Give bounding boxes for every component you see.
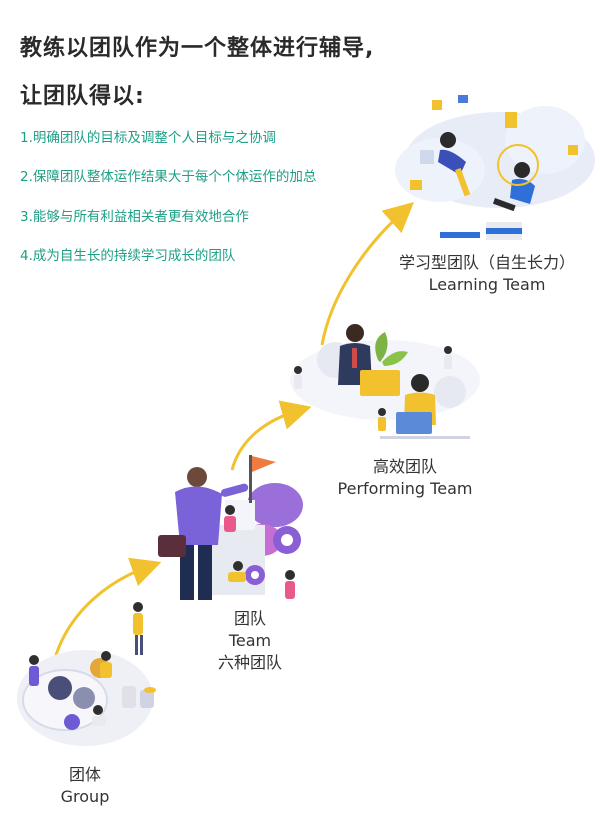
stage-group-en: Group: [60, 787, 110, 806]
stage-group-cn: 团体: [68, 765, 101, 784]
learning-illustration: [395, 95, 595, 240]
page-title-line1: 教练以团队作为一个整体进行辅导,: [20, 36, 375, 61]
stage-learning-cn: 学习型团队（自生长力）: [398, 253, 575, 272]
arrow-team-to-performing: [230, 400, 312, 471]
stage-team-en: Team: [228, 631, 272, 650]
arrow-group-to-team: [53, 557, 162, 659]
stage-learning-en: Learning Team: [428, 275, 546, 294]
stage-team-cn: 团队: [233, 609, 266, 628]
stage-performing-label: 高效团队 Performing Team: [315, 456, 495, 500]
arrow-performing-to-learning: [320, 202, 414, 346]
stage-team-label: 团队 Team 六种团队: [195, 608, 305, 674]
group-illustration: [17, 602, 156, 746]
point-1: 1.明确团队的目标及调整个人目标与之协调: [20, 130, 276, 146]
stage-performing-en: Performing Team: [337, 479, 473, 498]
stage-group-label: 团体 Group: [40, 764, 130, 808]
team-illustration: [158, 455, 303, 600]
point-2: 2.保障团队整体运作结果大于每个个体运作的加总: [20, 169, 317, 185]
point-4: 4.成为自生长的持续学习成长的团队: [20, 248, 236, 264]
performing-illustration: [290, 324, 480, 439]
stage-performing-cn: 高效团队: [372, 457, 437, 476]
point-3: 3.能够与所有利益相关者更有效地合作: [20, 209, 249, 225]
page-title-line2: 让团队得以:: [20, 84, 145, 109]
stage-learning-label: 学习型团队（自生长力） Learning Team: [382, 252, 592, 296]
stage-team-sub: 六种团队: [217, 653, 282, 672]
